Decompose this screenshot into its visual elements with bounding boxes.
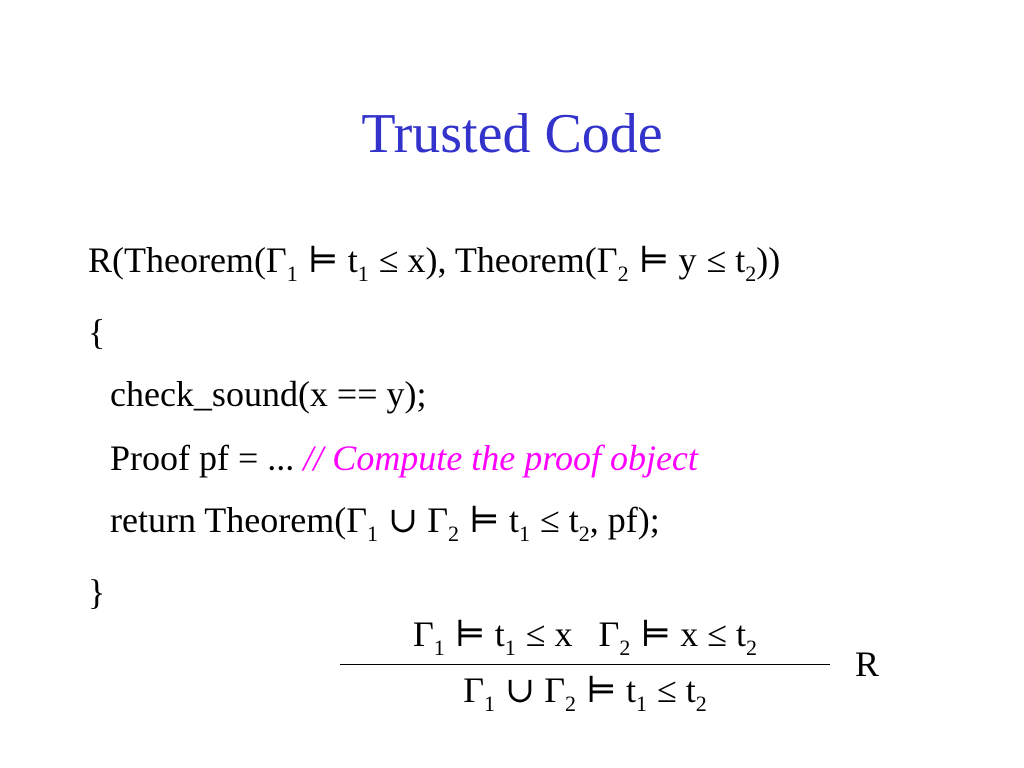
premise-sub-1: 1 [433,635,445,660]
sig-sub-1: 1 [286,261,298,286]
premise-text-c: ⊨ x ≤ t [640,614,747,654]
premise-gamma-2: Γ [598,614,620,654]
conclusion-sub-2: 2 [565,691,577,716]
ret-text-d: ≤ t [540,500,579,540]
premise-sub-4: 2 [746,635,758,660]
ret-sub-4: 2 [578,521,590,546]
rule-name: R [855,644,880,684]
code-signature-line: R(Theorem(Γ1⊨ t1≤ x), Theorem(Γ2⊨ y≤ t2)… [88,238,780,287]
sig-sub-4: 2 [745,261,757,286]
sig-text-f: )) [756,240,781,280]
sig-text-e: ≤ t [706,240,746,280]
sig-sub-2: 1 [357,261,369,286]
code-comment: // Compute the proof object [303,438,698,478]
conclusion-text-a: ∪ Γ [505,670,566,710]
code-open-brace: { [88,312,106,352]
rule-conclusion: Γ1∪ Γ2⊨ t1≤ t2 [340,668,830,717]
ret-text-e: , pf); [589,500,660,540]
sig-sub-3: 2 [617,261,629,286]
sig-text-b: ⊨ t [307,240,358,280]
proof-statement: Proof pf = ... [110,438,295,478]
ret-sub-1: 1 [367,521,379,546]
code-return-line: return Theorem(Γ1∪ Γ2⊨ t1≤ t2, pf); [110,498,660,547]
premise-sub-3: 2 [619,635,631,660]
conclusion-sub-4: 2 [695,691,707,716]
ret-sub-3: 1 [519,521,530,546]
conclusion-sub-3: 1 [636,691,647,716]
sig-text-a: R(Theorem(Γ [88,240,287,280]
premise-text-b: ≤ x [525,614,573,654]
ret-text-c: ⊨ t [469,500,519,540]
sig-text-c: ≤ x), Theorem(Γ [378,240,618,280]
slide-title: Trusted Code [361,103,663,165]
code-check-line: check_sound(x == y); [110,374,427,414]
premise-sub-2: 1 [504,635,516,660]
inference-rule-line [340,664,830,665]
sig-text-d: ⊨ y [638,240,697,280]
conclusion-gamma-1: Γ [463,670,485,710]
conclusion-text-c: ≤ t [657,670,696,710]
conclusion-text-b: ⊨ t [586,670,636,710]
ret-text-a: return Theorem(Γ [110,500,368,540]
premise-text-a: ⊨ t [454,614,505,654]
code-proof-line: Proof pf = ... // Compute the proof obje… [110,436,698,480]
code-close-brace: } [88,572,106,612]
ret-text-b: ∪ Γ [388,500,449,540]
ret-sub-2: 2 [448,521,460,546]
premise-gamma-1: Γ [412,614,434,654]
conclusion-sub-1: 1 [484,691,496,716]
